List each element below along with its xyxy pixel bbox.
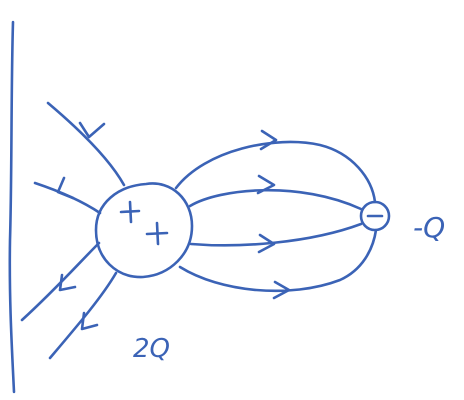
field-line-bottom — [178, 228, 378, 293]
small-charge-label: -Q — [413, 211, 445, 244]
field-line-top — [174, 140, 377, 204]
boundary-line — [8, 20, 16, 394]
large-charge-circle — [94, 182, 194, 279]
arrowhead-lower-middle — [257, 233, 276, 254]
field-line-outward-4 — [48, 271, 118, 360]
arrowhead-outward-3 — [58, 273, 77, 292]
large-charge-plus-bottom — [145, 221, 169, 246]
arrowhead-outward-4 — [80, 311, 99, 331]
field-line-outward-2 — [33, 181, 102, 215]
arrowhead-outward-1 — [78, 121, 106, 139]
arrowhead-upper-middle — [256, 174, 276, 195]
field-line-outward-1 — [46, 101, 126, 187]
large-charge-label: 2Q — [133, 334, 170, 364]
field-line-upper-middle — [188, 188, 363, 211]
field-line-lower-middle — [189, 222, 363, 247]
arrowhead-top — [259, 129, 278, 151]
arrowhead-bottom — [272, 280, 291, 300]
field-line-outward-3 — [20, 241, 101, 322]
large-charge-plus-top — [119, 200, 141, 224]
arrowhead-outward-2 — [56, 176, 75, 200]
